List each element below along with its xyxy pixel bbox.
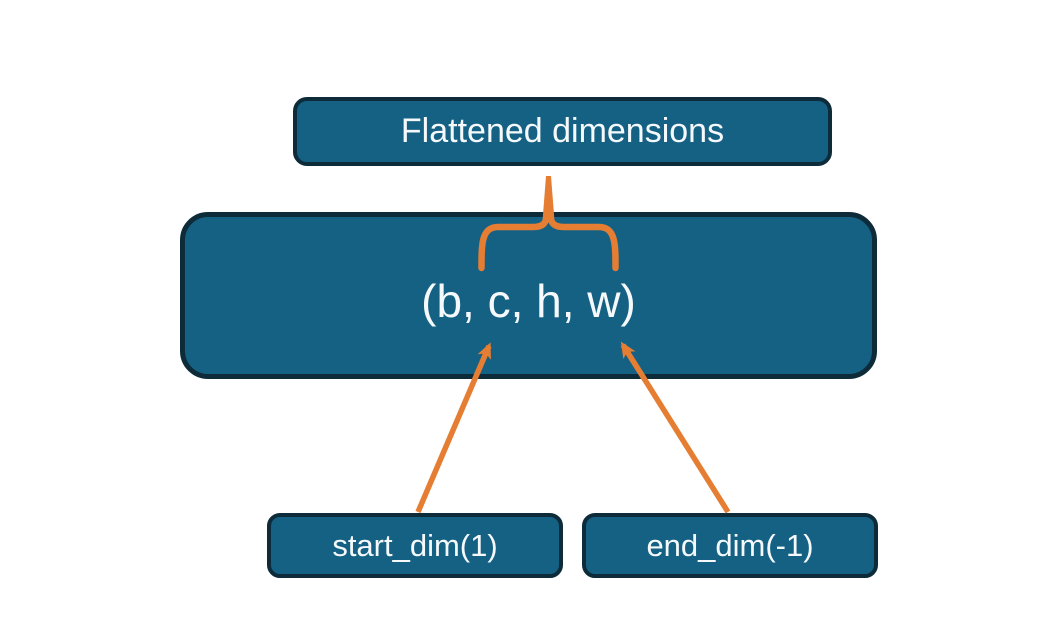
end-dim-box: end_dim(-1) xyxy=(582,513,878,578)
tensor-shape-label: (b, c, h, w) xyxy=(421,274,636,327)
tensor-shape-box: (b, c, h, w) xyxy=(180,212,877,379)
start-dim-label: start_dim(1) xyxy=(332,527,498,563)
start-dim-box: start_dim(1) xyxy=(267,513,563,578)
end-dim-label: end_dim(-1) xyxy=(646,527,814,563)
flattened-dimensions-box: Flattened dimensions xyxy=(293,97,832,166)
flattened-dimensions-label: Flattened dimensions xyxy=(400,112,725,150)
